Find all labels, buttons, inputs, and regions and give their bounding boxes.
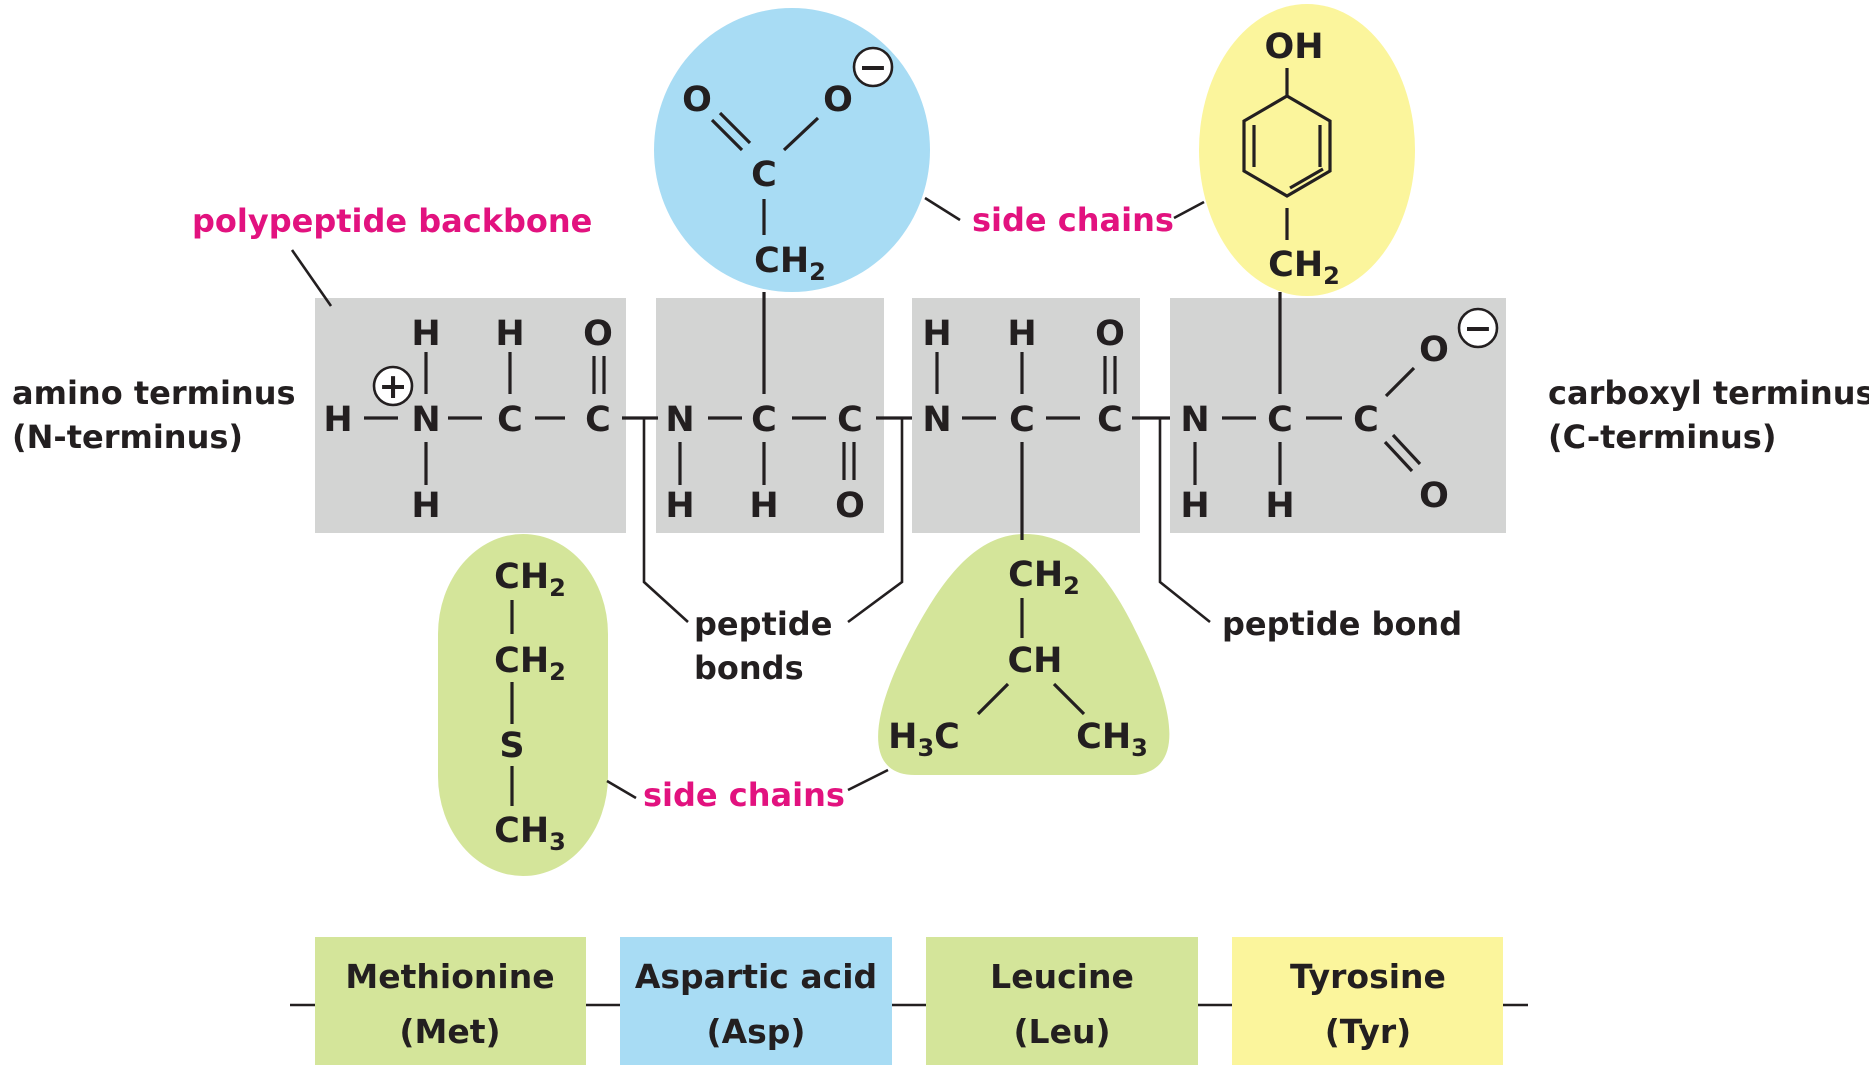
aa-box-tyr [1232, 937, 1503, 1065]
asp-side-chain-atoms: CH2 C O O [682, 80, 853, 286]
peptide-bond-leader [1152, 416, 1211, 624]
label-peptide-bonds-1: peptide [694, 605, 832, 643]
atom-h-n2: H [665, 486, 694, 526]
atom-c4: C [1353, 400, 1379, 440]
met-ch2-2: CH2 [494, 641, 566, 686]
aa-abbr-met: (Met) [399, 1012, 500, 1051]
atom-ca3: C [1009, 400, 1035, 440]
atom-ca1: C [497, 400, 523, 440]
leu-side-chain-atoms: CH2 CH H3C CH3 [888, 555, 1148, 762]
c-term-minus-charge: − [1463, 309, 1492, 349]
plus-charge-circle [372, 365, 414, 407]
atom-h-ca1: H [495, 314, 524, 354]
side-chain-shapes [438, 4, 1415, 876]
atom-o4-top: O [1419, 330, 1449, 370]
atom-h-n3: H [922, 314, 951, 354]
charges: + − − [372, 46, 1499, 407]
leu-h3c: H3C [888, 717, 960, 762]
atom-c2: C [837, 400, 863, 440]
backbone-box-tyr [1170, 298, 1506, 533]
backbone-box-met [315, 298, 626, 533]
atom-c3: C [1097, 400, 1123, 440]
label-polypeptide-backbone: polypeptide backbone [192, 202, 592, 240]
leu-side-chain-shape [878, 534, 1170, 775]
atom-o4-bottom: O [1419, 476, 1449, 516]
aa-name-tyr: Tyrosine [1290, 957, 1446, 996]
asp-ch2: CH2 [754, 241, 826, 286]
amino-acid-boxes: Methionine (Met) Aspartic acid (Asp) Leu… [315, 937, 1503, 1065]
atom-n4: N [1180, 400, 1209, 440]
label-side-chains-top: side chains [972, 201, 1174, 239]
leu-ch3: CH3 [1076, 717, 1148, 762]
side-chains-bottom-leader-left [606, 779, 637, 800]
backbone-leader [290, 249, 333, 307]
atom-n3: N [922, 400, 951, 440]
tyr-side-chain-atoms: OH CH2 [1264, 27, 1339, 290]
label-n-terminus: (N-terminus) [12, 418, 243, 456]
label-peptide-bond: peptide bond [1222, 605, 1462, 643]
aa-box-leu [926, 937, 1198, 1065]
tyr-side-chain-shape [1199, 4, 1415, 296]
atom-h-n1-top: H [411, 314, 440, 354]
atom-o2: O [835, 486, 865, 526]
atom-h-ca4: H [1265, 486, 1294, 526]
side-chains-bottom-leader-right [847, 768, 889, 792]
met-s: S [499, 726, 524, 766]
label-c-terminus: (C-terminus) [1548, 418, 1776, 456]
peptide-bonds-leader-right [847, 416, 904, 624]
atom-h-n4: H [1180, 486, 1209, 526]
label-amino-terminus: amino terminus [12, 374, 296, 412]
side-chains-top-leader-right [1173, 200, 1205, 220]
aa-name-asp: Aspartic acid [635, 957, 877, 996]
plus-charge: + [378, 367, 407, 407]
atom-ca4: C [1267, 400, 1293, 440]
asp-minus-charge: − [858, 48, 887, 88]
atom-h-n1-bottom: H [411, 486, 440, 526]
asp-o-minus: O [823, 80, 853, 120]
leader-lines [290, 196, 1528, 1007]
asp-c: C [751, 155, 777, 195]
backbone-box-leu [912, 298, 1140, 533]
met-ch3: CH3 [494, 811, 566, 856]
aa-name-met: Methionine [345, 957, 554, 996]
bonds [364, 68, 1422, 806]
aa-box-met [315, 937, 586, 1065]
backbone-atoms: H N H H C H C O N H C H C O N H C H C O … [323, 314, 1449, 526]
aa-name-leu: Leucine [990, 957, 1134, 996]
aa-abbr-leu: (Leu) [1013, 1012, 1110, 1051]
atom-o3: O [1095, 314, 1125, 354]
met-side-chain-atoms: CH2 CH2 S CH3 [494, 557, 566, 856]
atom-n1: N [411, 400, 440, 440]
label-carboxyl-terminus: carboxyl terminus [1548, 374, 1869, 412]
backbone-box-asp [656, 298, 884, 533]
met-ch2-1: CH2 [494, 557, 566, 602]
atom-c1: C [585, 400, 611, 440]
aa-abbr-asp: (Asp) [707, 1012, 806, 1051]
tyr-ch2: CH2 [1268, 245, 1340, 290]
atom-h-ca2: H [749, 486, 778, 526]
atom-o1: O [583, 314, 613, 354]
c-term-minus-charge-circle [1457, 307, 1499, 349]
asp-minus-charge-circle [852, 46, 894, 88]
tyr-oh: OH [1264, 27, 1323, 67]
atom-ca2: C [751, 400, 777, 440]
side-chains-top-leader-left [924, 196, 961, 222]
aa-box-asp [620, 937, 892, 1065]
backbone-boxes [315, 298, 1506, 533]
asp-o-double: O [682, 80, 712, 120]
label-side-chains-bottom: side chains [643, 776, 845, 814]
atom-n2: N [665, 400, 694, 440]
leu-ch2: CH2 [1008, 555, 1080, 600]
met-side-chain-shape [438, 534, 608, 876]
aa-abbr-tyr: (Tyr) [1325, 1012, 1412, 1051]
atom-h-nterm: H [323, 400, 352, 440]
label-peptide-bonds-2: bonds [694, 649, 804, 687]
leu-ch: CH [1008, 641, 1063, 681]
peptide-bonds-leader-left [636, 416, 689, 623]
atom-h-ca3: H [1007, 314, 1036, 354]
labels: polypeptide backbone side chains side ch… [12, 201, 1869, 814]
